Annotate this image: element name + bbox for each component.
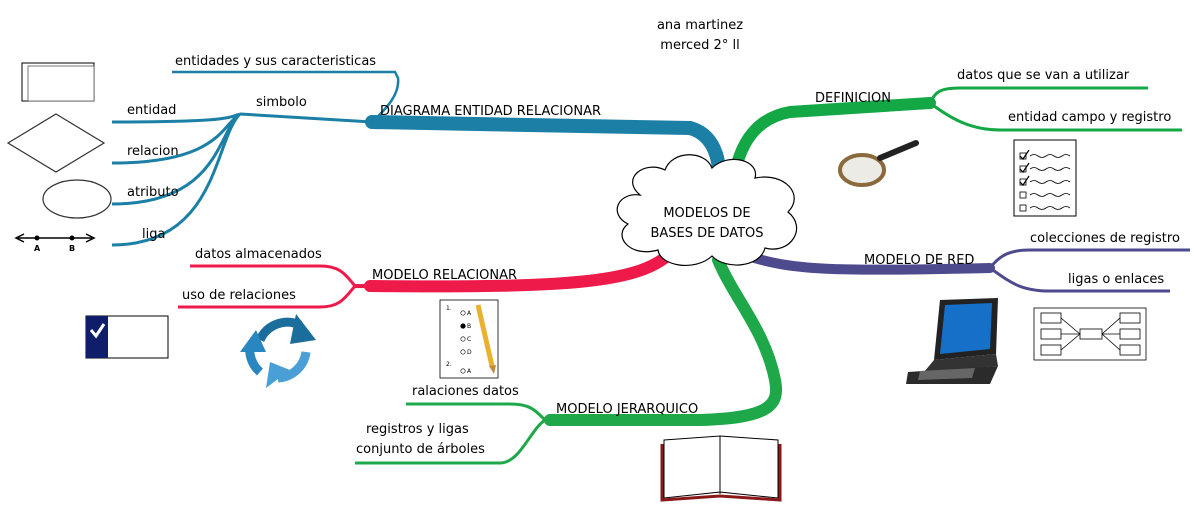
author-group: merced 2° ll — [660, 38, 739, 53]
relational-item-1: datos almacenados — [195, 247, 322, 262]
branch-diagram-line — [369, 120, 691, 130]
quiz-option-a2: A — [467, 368, 472, 375]
checklist-icon — [1013, 139, 1077, 217]
definition-item2-line — [929, 101, 1182, 132]
liga-label: liga — [142, 227, 165, 242]
quiz-option-b: B — [467, 323, 471, 330]
quiz-option-d: D — [467, 349, 472, 356]
relational-item1-line — [190, 264, 357, 287]
attribute-ellipse-icon — [42, 179, 112, 219]
relacion-label: relacion — [127, 144, 179, 159]
diagram-subtitle: entidades y sus caracteristicas — [175, 54, 376, 69]
hierarchical-item1-line — [406, 402, 547, 422]
atributo-label: atributo — [127, 185, 179, 200]
branch-relational-line — [354, 260, 661, 289]
branch-relational: MODELO RELACIONAR datos almacenados uso … — [85, 246, 678, 388]
cloud-shape — [616, 154, 798, 266]
branch-definition-line — [789, 100, 931, 115]
branch-hierarchical-line — [545, 389, 777, 422]
diagram-title: DIAGRAMA ENTIDAD RELACIONAR — [380, 104, 601, 119]
checkbox-card-icon — [85, 315, 169, 359]
branch-symbol-line — [239, 112, 373, 124]
hierarchical-item-2: registros y ligas — [366, 422, 469, 437]
center-line-2: BASES DE DATOS — [650, 226, 763, 241]
laptop-icon — [906, 298, 998, 384]
relational-title: MODELO RELACIONAR — [372, 268, 517, 283]
liga-point-b: B — [69, 244, 75, 253]
branch-network: MODELO DE RED colecciones de registro li… — [740, 231, 1190, 384]
definition-item-1: datos que se van a utilizar — [957, 68, 1130, 83]
network-item1-line — [988, 248, 1190, 269]
hierarchical-item2-line — [355, 418, 546, 465]
hierarchical-title: MODELO JERARQUICO — [556, 402, 698, 417]
branch-diagram: DIAGRAMA ENTIDAD RELACIONAR entidades y … — [6, 54, 727, 253]
branch-hierarchical: MODELO JERARQUICO ralaciones datos regis… — [355, 254, 782, 502]
network-item-2: ligas o enlaces — [1068, 272, 1164, 287]
liga-point-a: A — [34, 244, 41, 253]
hierarchical-item-3: conjunto de árboles — [356, 442, 485, 457]
magnifier-icon — [838, 140, 919, 187]
network-diagram-icon — [1033, 307, 1147, 361]
branch-network-main — [740, 250, 995, 275]
network-title: MODELO DE RED — [864, 253, 974, 268]
cycle-arrows-icon — [240, 314, 316, 388]
symbol-label: simbolo — [256, 95, 307, 110]
definition-item1-line — [928, 86, 1148, 104]
quiz-sheet-icon: 1. A B C D 2. A — [439, 299, 499, 379]
link-arrow-icon: A B — [14, 233, 96, 253]
quiz-option-a: A — [467, 310, 472, 317]
network-item-1: colecciones de registro — [1030, 231, 1180, 246]
quiz-option-c: C — [467, 336, 471, 343]
central-topic-cloud[interactable]: MODELOS DE BASES DE DATOS — [616, 154, 798, 266]
definition-title: DEFINICION — [815, 91, 891, 106]
definition-item-2: entidad campo y registro — [1008, 110, 1171, 125]
author-name: ana martinez — [657, 18, 743, 33]
quiz-q1: 1. — [446, 305, 452, 312]
entity-rectangle-icon — [21, 62, 95, 102]
quiz-q2: 2. — [446, 361, 452, 368]
relation-diamond-icon — [6, 113, 106, 173]
entidad-label: entidad — [127, 103, 176, 118]
center-line-1: MODELOS DE — [663, 206, 750, 221]
network-item2-line — [989, 266, 1170, 293]
branch-liga-line — [111, 112, 242, 247]
branch-diagram-sub-line — [172, 70, 400, 123]
relational-item2-line — [178, 285, 357, 309]
relational-item-2: uso de relaciones — [182, 288, 296, 303]
branch-definition: DEFINICION datos que se van a utilizar e… — [724, 68, 1182, 217]
open-book-icon — [660, 435, 782, 502]
hierarchical-item-1: ralaciones datos — [412, 384, 519, 399]
